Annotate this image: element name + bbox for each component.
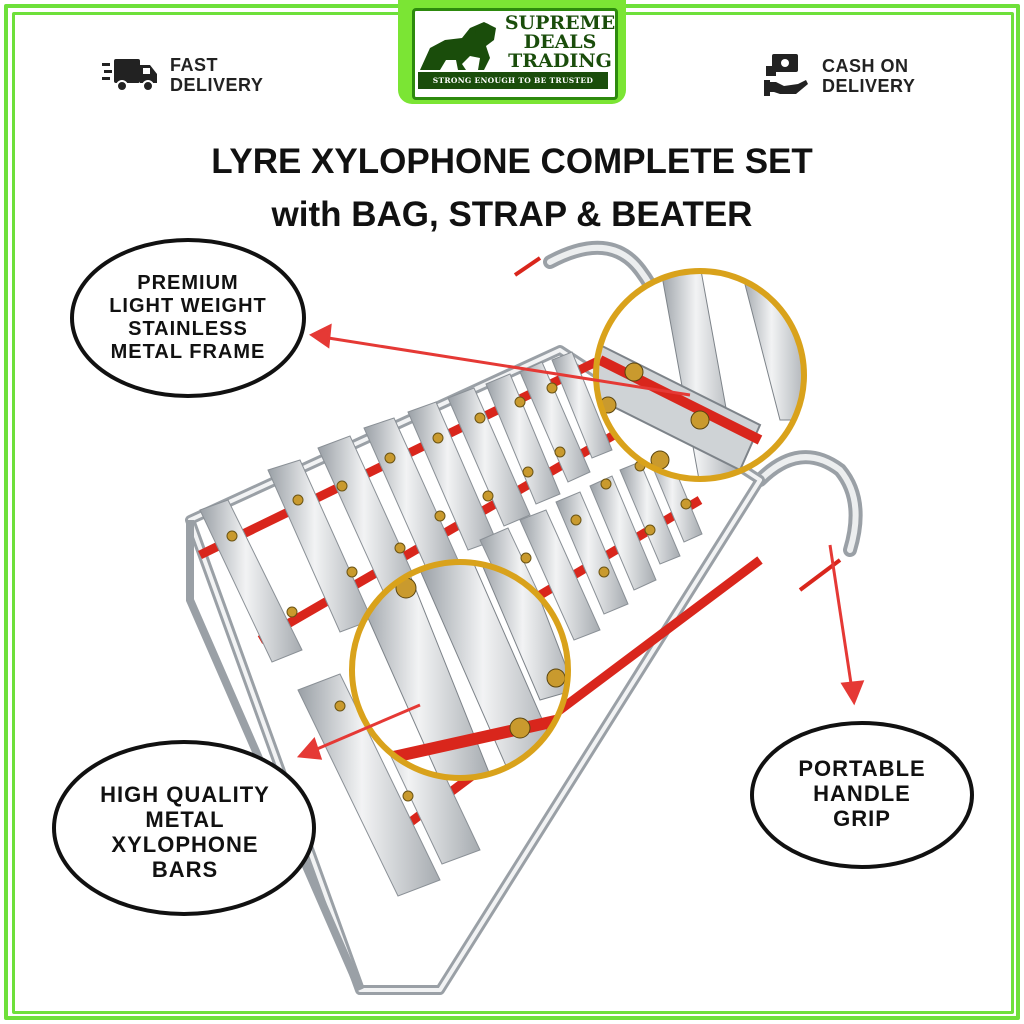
- cash-on-delivery-label: CASH ON DELIVERY: [822, 56, 916, 96]
- cash-on-delivery-badge: CASH ON DELIVERY: [762, 52, 915, 100]
- callout-handle-text: PORTABLE HANDLE GRIP: [798, 756, 926, 831]
- callout-arrows: [296, 323, 865, 760]
- lion-logo-icon: [420, 22, 496, 70]
- headline-line-1: LYRE XYLOPHONE COMPLETE SET: [211, 142, 813, 181]
- zoom-ring-frame: [593, 268, 807, 482]
- zoom-ring-bars: [349, 559, 571, 781]
- callout-frame-bubble: [70, 238, 306, 398]
- cash-hand-icon: [764, 54, 808, 96]
- brand-name: SUPREME DEALS TRADING: [504, 12, 616, 72]
- product-headline: LYRE XYLOPHONE COMPLETE SET with BAG, ST…: [100, 135, 924, 241]
- callout-handle-bubble: [750, 721, 974, 869]
- headline-line-2: with BAG, STRAP & BEATER: [271, 195, 753, 234]
- delivery-truck-icon: [102, 59, 157, 92]
- bars-zoom-detail: [352, 562, 568, 778]
- brand-tagline: STRONG ENOUGH TO BE TRUSTED: [418, 72, 608, 89]
- fast-delivery-label: FAST DELIVERY: [170, 55, 264, 95]
- frame-zoom-detail: [596, 271, 804, 479]
- bar-screws: [226, 382, 692, 802]
- fast-delivery-badge: FAST DELIVERY: [102, 55, 263, 95]
- callout-frame-text: PREMIUM LIGHT WEIGHT STAINLESS METAL FRA…: [109, 272, 267, 363]
- callout-bars-bubble: [52, 740, 316, 916]
- callout-bars-text: HIGH QUALITY METAL XYLOPHONE BARS: [100, 782, 270, 882]
